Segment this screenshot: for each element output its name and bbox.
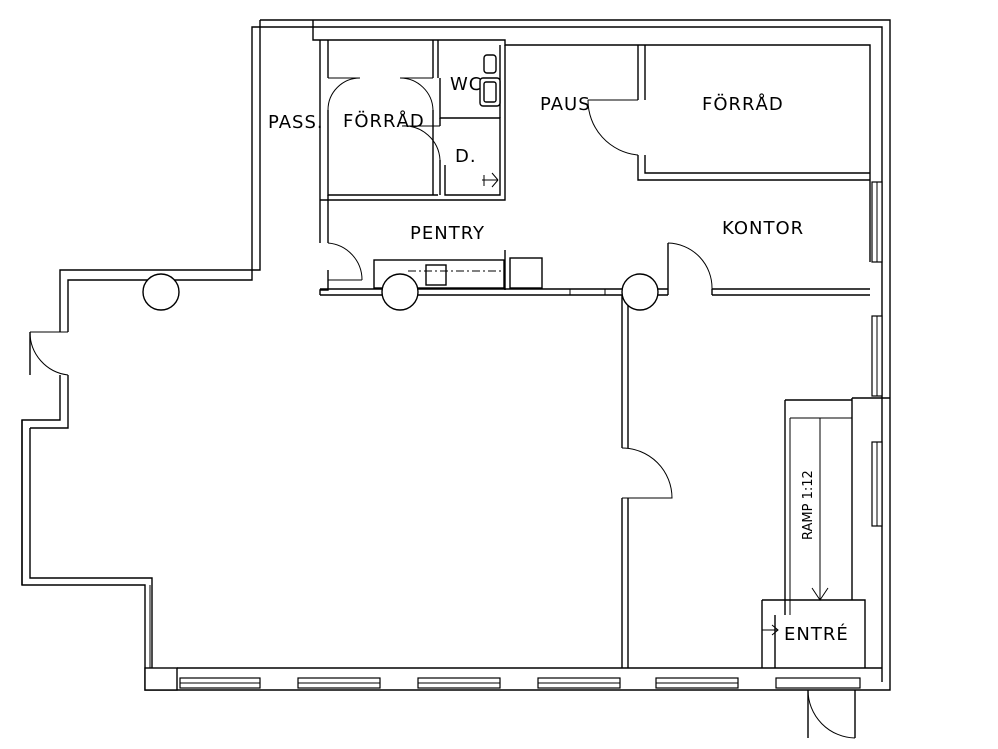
label-forrad-large: FÖRRÅD — [702, 93, 784, 115]
label-paus: PAUS — [540, 94, 591, 115]
label-kontor: KONTOR — [722, 218, 804, 239]
label-pentry: PENTRY — [410, 223, 485, 244]
label-ramp: RAMP 1:12 — [801, 470, 816, 540]
label-pass: PASS. — [268, 112, 324, 133]
label-wc: WC — [450, 74, 482, 95]
windows-bottom — [179, 677, 739, 689]
windows-right — [851, 181, 890, 600]
ramp — [761, 399, 866, 668]
columns — [142, 273, 659, 311]
label-d: D. — [455, 146, 477, 167]
label-forrad-small: FÖRRÅD — [343, 110, 425, 132]
room-labels: PASS. FÖRRÅD WC D. PAUS FÖRRÅD PENTRY KO… — [268, 74, 849, 645]
label-entre: ENTRÉ — [784, 623, 849, 645]
entrance-door — [775, 677, 861, 739]
wc-fixtures — [479, 54, 501, 107]
door-swings — [29, 77, 713, 499]
mid-walls — [320, 243, 870, 668]
outer-walls — [21, 19, 891, 691]
upper-interior-walls — [312, 20, 871, 295]
